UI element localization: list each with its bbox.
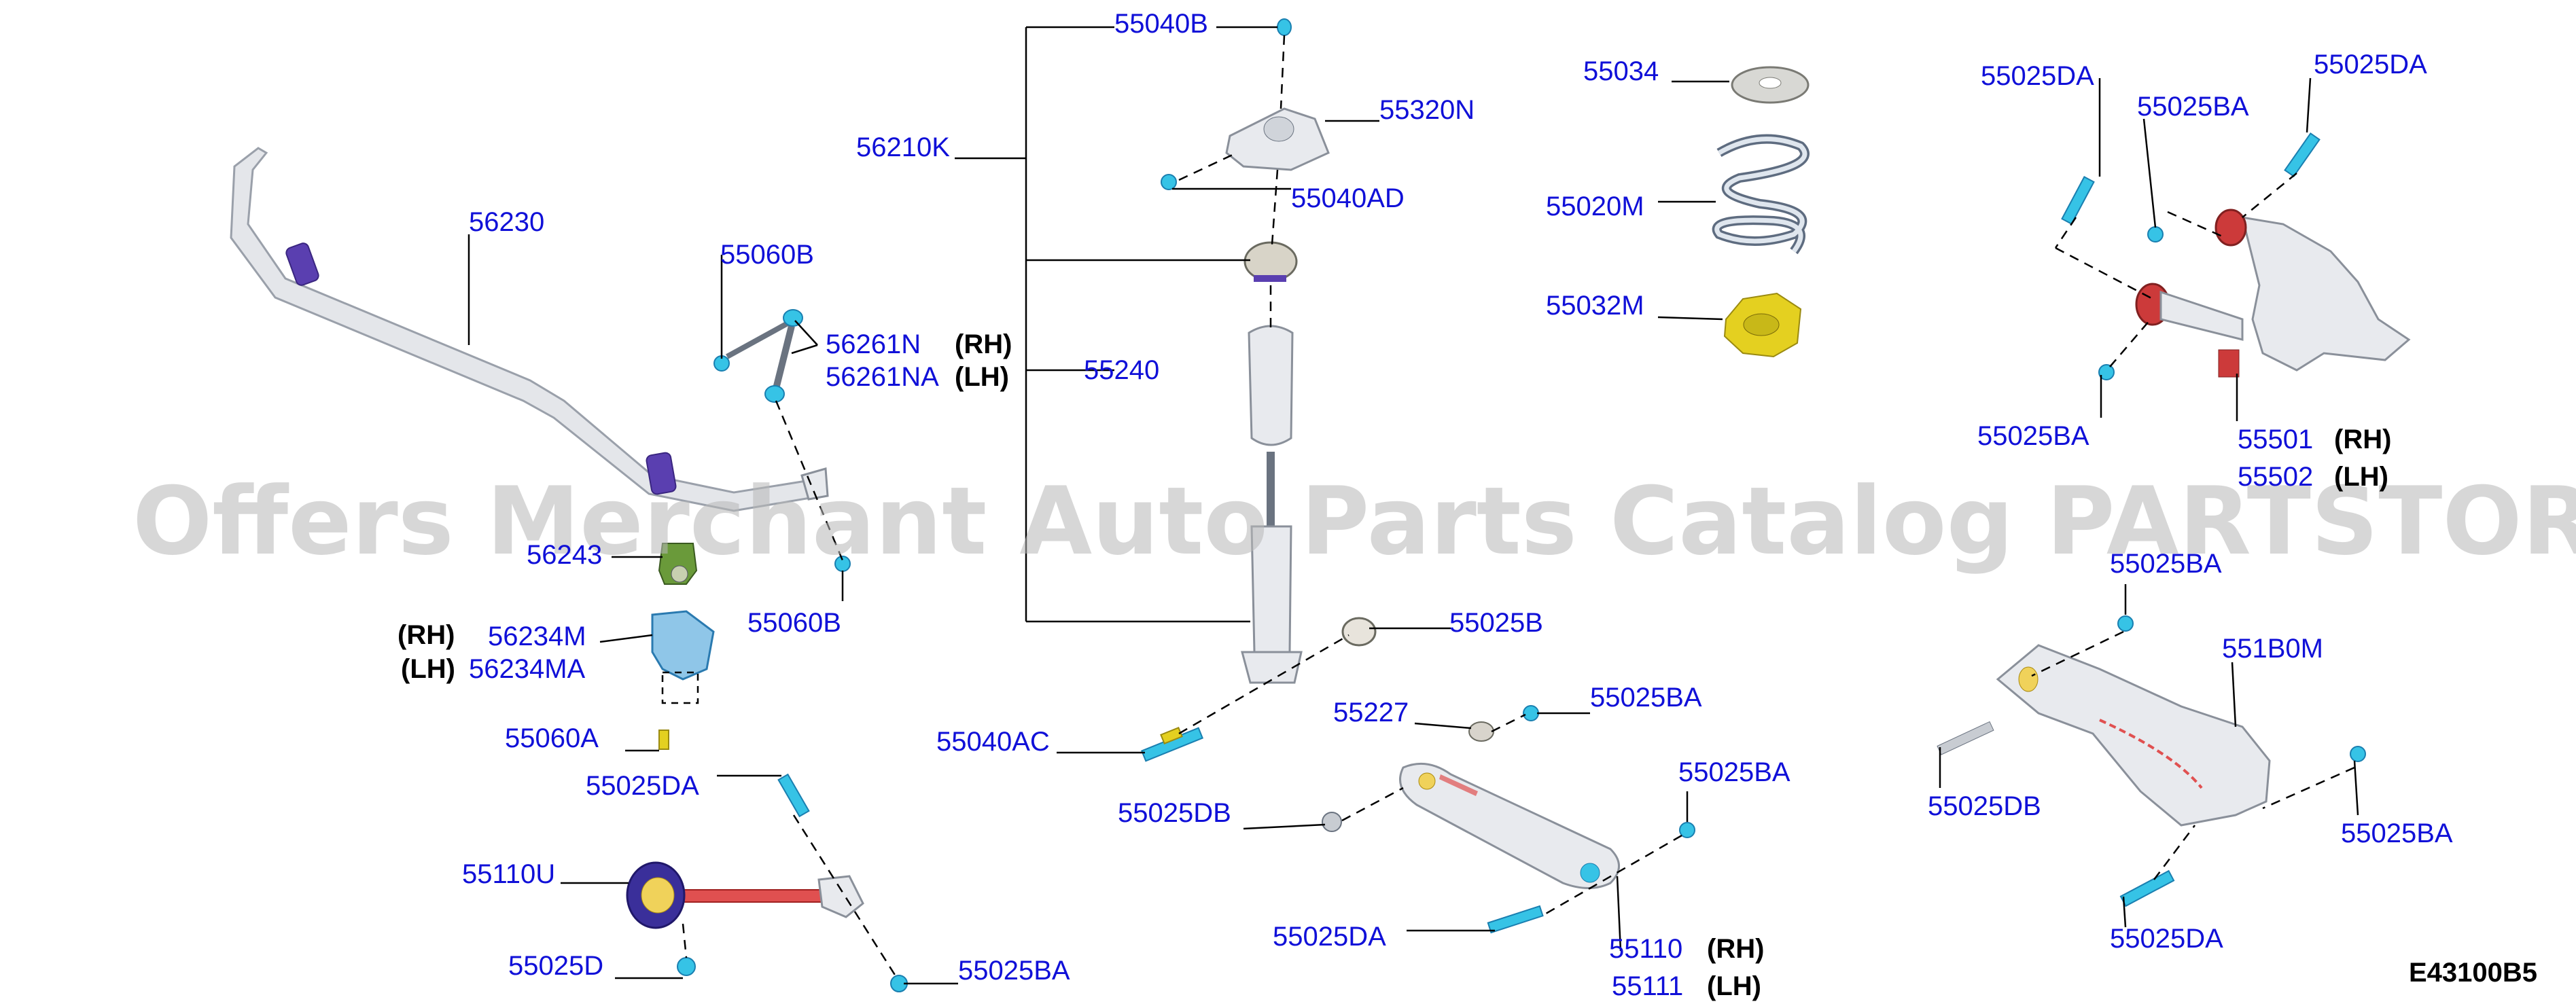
label-56261n: 56261N — [826, 329, 921, 359]
label-55025db-mid: 55025DB — [1118, 798, 1231, 828]
trailing-link-55110U — [626, 773, 908, 992]
label-55025da-mid: 55025DA — [1273, 922, 1386, 952]
shock-absorber-assembly — [1140, 18, 1377, 762]
label-55025da-left: 55025DA — [586, 771, 699, 801]
label-55025ba-r4: 55025BA — [2341, 818, 2453, 848]
label-56234ma-side: (LH) — [401, 654, 455, 684]
label-55501-side: (RH) — [2334, 425, 2391, 454]
label-55502: 55502 — [2238, 462, 2313, 492]
label-55020m: 55020M — [1546, 192, 1644, 221]
spring-assembly — [1712, 66, 1810, 358]
label-55025da-r1: 55025DA — [1981, 61, 2094, 91]
label-55025da-r3: 55025DA — [2110, 924, 2223, 954]
label-55040ad: 55040AD — [1291, 183, 1405, 213]
label-56243: 56243 — [527, 540, 602, 570]
label-55111-side: (LH) — [1707, 971, 1761, 1001]
label-55032m: 55032M — [1546, 291, 1644, 321]
stabilizer-bracket — [651, 610, 715, 750]
label-55025ba-r1: 55025BA — [2137, 92, 2249, 122]
label-55110-side: (RH) — [1707, 934, 1764, 964]
label-56230: 56230 — [469, 207, 544, 237]
label-55320n: 55320N — [1379, 95, 1475, 125]
stabilizer-bushing — [658, 543, 698, 585]
stabilizer-link — [713, 309, 851, 572]
label-55111: 55111 — [1612, 971, 1683, 1001]
watermark-text: Offers Merchant Auto Parts Catalog PARTS… — [133, 467, 2576, 576]
diagram-code: E43100B5 — [2409, 958, 2537, 988]
label-56234m-side: (RH) — [398, 620, 455, 650]
label-56261na-side: (LH) — [955, 362, 1009, 392]
label-55110u: 55110U — [462, 859, 555, 889]
label-55025da-r2: 55025DA — [2314, 50, 2427, 79]
label-55060a: 55060A — [505, 723, 599, 753]
part-labels: 56230 55060B 56261N (RH) 56261NA (LH) 56… — [398, 9, 2537, 1001]
label-55025b: 55025B — [1449, 608, 1543, 638]
leader-lines — [467, 26, 2359, 985]
label-55025ba-r2: 55025BA — [1977, 421, 2089, 451]
label-56234m: 56234M — [488, 622, 586, 651]
label-56261na: 56261NA — [826, 362, 939, 392]
label-551b0m: 551B0M — [2222, 634, 2323, 664]
label-55060b-bottom: 55060B — [747, 608, 841, 638]
label-55060b-top: 55060B — [720, 240, 814, 270]
lower-control-arm — [1937, 615, 2366, 907]
label-56210k: 56210K — [856, 132, 950, 162]
label-56234ma: 56234MA — [469, 654, 586, 684]
label-55025ba-mid1: 55025BA — [1590, 683, 1702, 713]
label-55227: 55227 — [1333, 698, 1409, 727]
upper-control-arm — [2061, 132, 2411, 380]
label-55025ba-left: 55025BA — [958, 956, 1070, 986]
label-55040b: 55040B — [1114, 9, 1208, 39]
label-55034: 55034 — [1583, 56, 1659, 86]
label-55025db-r: 55025DB — [1928, 791, 2041, 821]
label-55025ba-r3: 55025BA — [2110, 549, 2222, 579]
stabilizer-bar — [230, 147, 829, 512]
label-55240: 55240 — [1084, 355, 1159, 385]
label-55025ba-mid2: 55025BA — [1678, 757, 1790, 787]
label-56261n-side: (RH) — [955, 329, 1012, 359]
label-55040ac: 55040AC — [936, 727, 1050, 757]
label-55025d: 55025D — [508, 951, 603, 981]
trailing-arm-55110 — [1322, 705, 1695, 934]
label-55501: 55501 — [2238, 425, 2313, 454]
label-55110: 55110 — [1609, 934, 1682, 964]
label-55502-side: (LH) — [2334, 462, 2388, 492]
